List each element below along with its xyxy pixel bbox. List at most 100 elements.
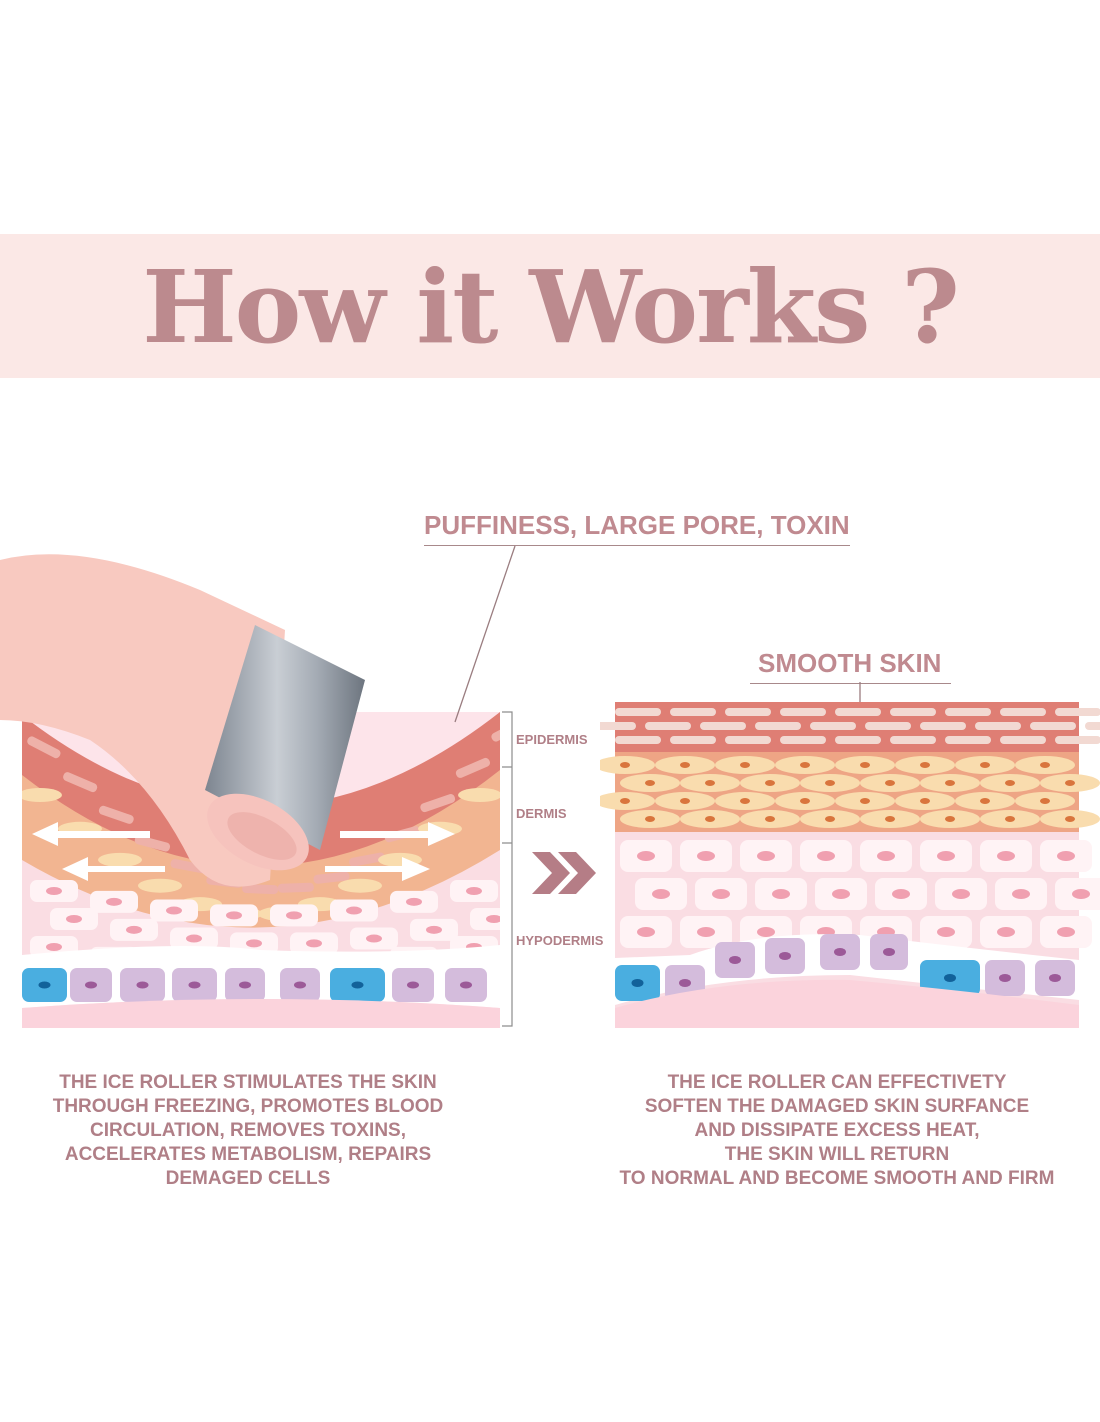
page-title: How it Works ? bbox=[142, 248, 960, 366]
skin-cell bbox=[346, 906, 362, 915]
skin-cell bbox=[188, 981, 201, 989]
skin-cell bbox=[885, 780, 895, 786]
description-line: DEMAGED CELLS bbox=[165, 1168, 331, 1189]
skin-cell bbox=[134, 835, 171, 852]
description-left: THE ICE ROLLER STIMULATES THE SKIN THROU… bbox=[18, 1071, 478, 1191]
description-line: AND DISSIPATE EXCESS HEAT, bbox=[694, 1120, 980, 1141]
skin-cell bbox=[600, 722, 636, 730]
skin-cell bbox=[975, 722, 1021, 730]
skin-cell bbox=[1005, 780, 1015, 786]
chevron-right-icon bbox=[532, 852, 596, 894]
skin-cell bbox=[27, 736, 61, 759]
skin-cell bbox=[835, 736, 881, 744]
skin-cell bbox=[645, 780, 655, 786]
skin-cell bbox=[740, 798, 750, 804]
skin-cell bbox=[420, 794, 456, 813]
skin-cell bbox=[712, 889, 730, 899]
skin-cell bbox=[426, 925, 442, 934]
skin-cell bbox=[757, 851, 775, 861]
skin-cell bbox=[1065, 816, 1075, 822]
skin-cell bbox=[466, 887, 482, 895]
skin-cell bbox=[652, 889, 670, 899]
skin-cell bbox=[306, 939, 322, 948]
skin-cell bbox=[945, 736, 991, 744]
skin-cell bbox=[725, 708, 771, 716]
skin-cell bbox=[1030, 722, 1076, 730]
spread-arrows bbox=[32, 822, 455, 881]
skin-cell bbox=[620, 762, 630, 768]
skin-cell bbox=[865, 722, 911, 730]
compressed-skin-illustration bbox=[0, 545, 516, 1028]
description-line: TO NORMAL AND BECOME SMOOTH AND FIRM bbox=[619, 1168, 1055, 1189]
skin-cell bbox=[637, 927, 655, 937]
skin-cell bbox=[945, 816, 955, 822]
skin-cell bbox=[757, 927, 775, 937]
skin-cell bbox=[645, 722, 691, 730]
skin-cell bbox=[997, 927, 1015, 937]
skin-cell bbox=[980, 762, 990, 768]
description-line: THE SKIN WILL RETURN bbox=[724, 1144, 950, 1165]
skin-cell bbox=[166, 906, 182, 915]
skin-cell bbox=[1005, 816, 1015, 822]
skin-cell bbox=[885, 816, 895, 822]
epidermis-layer bbox=[22, 712, 500, 867]
skin-cell bbox=[98, 852, 142, 867]
description-line: CIRCULATION, REMOVES TOXINS, bbox=[90, 1120, 406, 1141]
skin-cell bbox=[834, 948, 846, 956]
skin-cell bbox=[455, 757, 490, 778]
skin-cell bbox=[277, 882, 314, 893]
skin-cell bbox=[620, 798, 630, 804]
skin-cell bbox=[1065, 780, 1075, 786]
skin-cell bbox=[1057, 927, 1075, 937]
skin-cell bbox=[800, 798, 810, 804]
skin-cell bbox=[294, 981, 306, 989]
skin-cell bbox=[98, 805, 134, 824]
skin-cell bbox=[725, 736, 771, 744]
skin-cell bbox=[239, 981, 251, 989]
skin-cell bbox=[825, 780, 835, 786]
skin-cell bbox=[631, 979, 644, 987]
skin-cell bbox=[779, 952, 791, 960]
skin-cell bbox=[1055, 708, 1100, 716]
skin-cell bbox=[697, 851, 715, 861]
skin-cell bbox=[945, 780, 955, 786]
skin-cell bbox=[246, 939, 262, 948]
skin-cell bbox=[242, 884, 279, 895]
skin-cell bbox=[286, 911, 302, 920]
skin-cell bbox=[170, 859, 207, 874]
skin-cell bbox=[366, 934, 382, 943]
skin-cell bbox=[1000, 708, 1046, 716]
skin-cell bbox=[85, 981, 97, 989]
skin-cell bbox=[406, 897, 422, 906]
label-hypodermis: HYPODERMIS bbox=[516, 933, 604, 948]
skin-cell bbox=[765, 816, 775, 822]
skin-cell bbox=[1055, 736, 1100, 744]
skin-cell bbox=[890, 736, 936, 744]
description-line: ACCELERATES METABOLISM, REPAIRS bbox=[64, 1144, 432, 1165]
skin-cell bbox=[800, 762, 810, 768]
skin-cell bbox=[615, 708, 661, 716]
skin-cell bbox=[136, 981, 149, 989]
skin-cell bbox=[1040, 762, 1050, 768]
skin-cell bbox=[755, 722, 801, 730]
skin-cell bbox=[106, 897, 122, 906]
skin-cell bbox=[920, 762, 930, 768]
skin-cell bbox=[407, 981, 419, 989]
description-line: THE ICE ROLLER CAN EFFECTIVETY bbox=[667, 1072, 1007, 1093]
skin-cell bbox=[637, 851, 655, 861]
skin-cell bbox=[645, 816, 655, 822]
skin-cell bbox=[670, 708, 716, 716]
skin-cell bbox=[486, 915, 500, 923]
skin-cell bbox=[1072, 889, 1090, 899]
skin-cell bbox=[890, 708, 936, 716]
skin-cell bbox=[338, 878, 382, 893]
callout-problem: PUFFINESS, LARGE PORE, TOXIN bbox=[424, 510, 850, 546]
skin-cell bbox=[351, 981, 364, 989]
skin-cell bbox=[892, 889, 910, 899]
skin-cell bbox=[700, 722, 746, 730]
skin-cell bbox=[810, 722, 856, 730]
skin-cell bbox=[740, 762, 750, 768]
skin-cell bbox=[38, 981, 51, 989]
description-right: THE ICE ROLLER CAN EFFECTIVETY SOFTEN TH… bbox=[592, 1071, 1082, 1191]
skin-cell bbox=[997, 851, 1015, 861]
